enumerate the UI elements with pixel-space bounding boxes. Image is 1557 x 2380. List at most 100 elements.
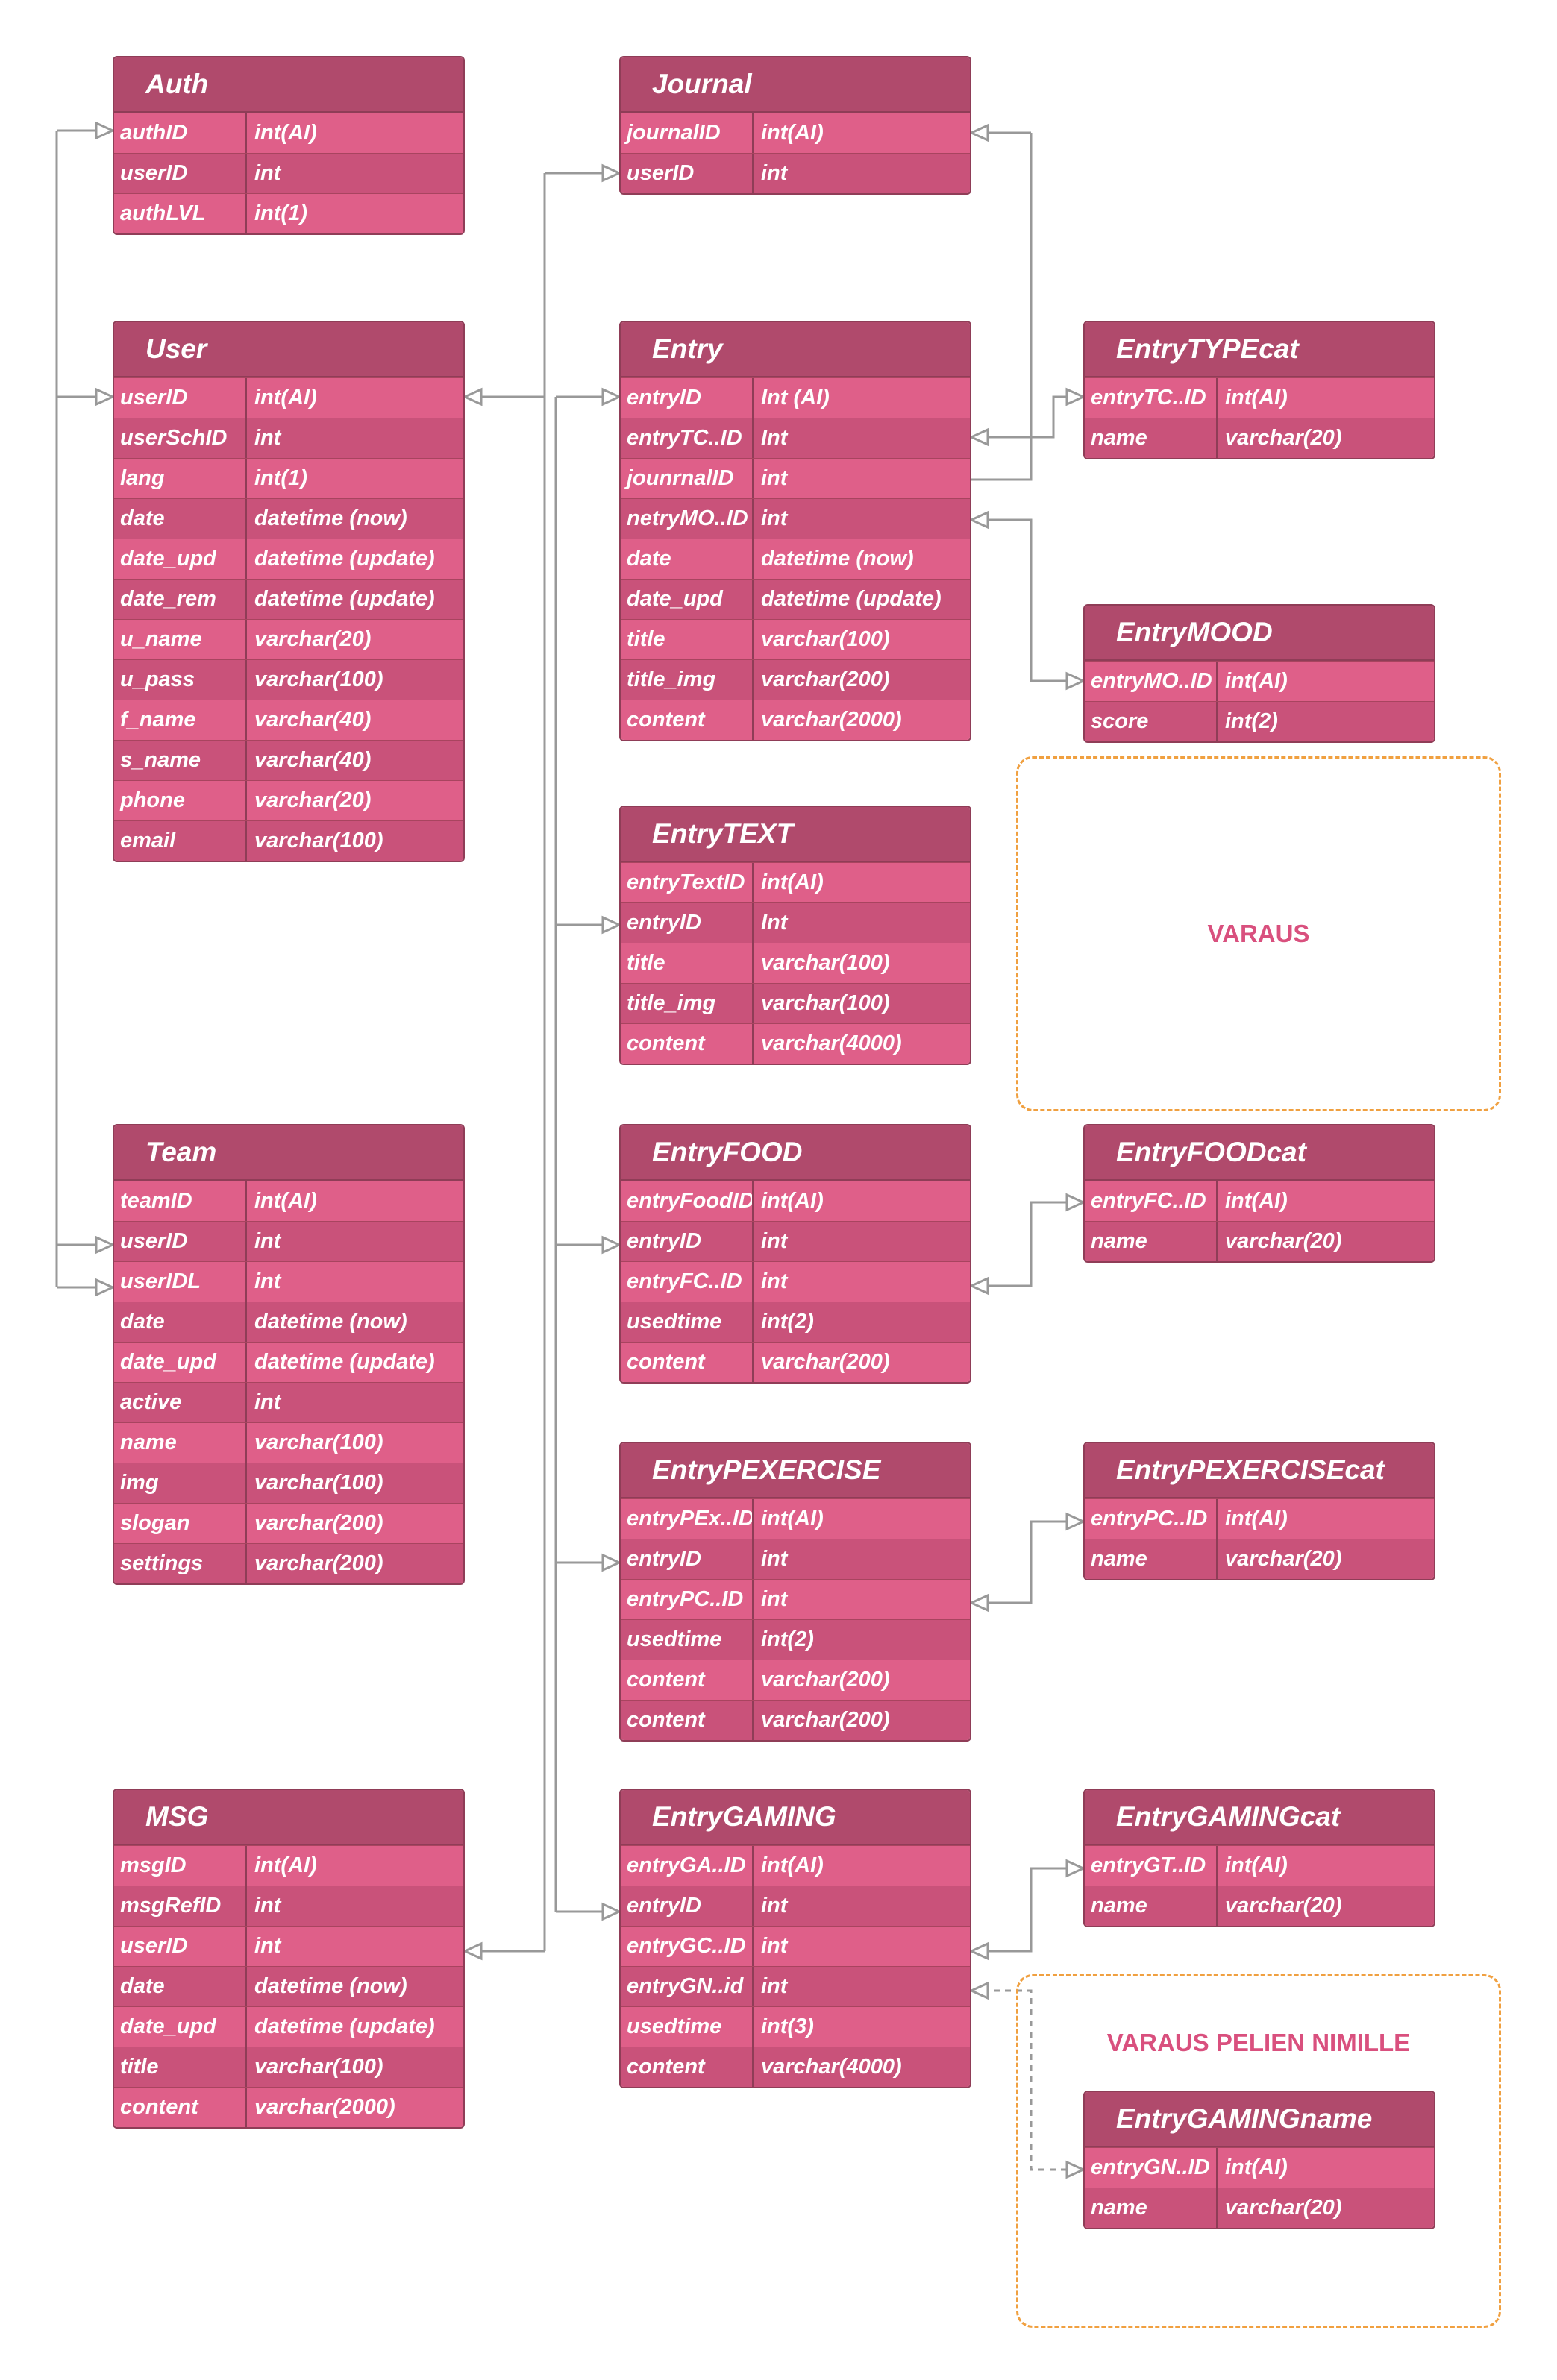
arrowhead-icon [1065, 671, 1086, 691]
field-type: varchar(4000) [761, 1032, 902, 1055]
field-type: varchar(40) [254, 708, 372, 732]
field-name: entryGT..ID [1085, 1846, 1218, 1886]
reserved-area-label: VARAUS PELIEN NIMILLE [1106, 2029, 1411, 2056]
table-title: MSG [114, 1790, 463, 1845]
field-type: datetime (update) [761, 587, 942, 611]
field-name: entryGN..ID [1085, 2148, 1218, 2188]
field-type: int(AI) [761, 870, 824, 894]
field-type: Int [761, 426, 788, 450]
arrowhead-icon [601, 1553, 622, 1572]
field-type: int(1) [254, 201, 307, 225]
table-title: EntryTYPEcat [1085, 322, 1434, 377]
arrowhead-icon [968, 1593, 989, 1613]
field-name: entryGN..id [621, 1967, 754, 2006]
field-name: entryID [621, 903, 754, 943]
field-name: date_rem [114, 580, 247, 619]
field-name: score [1085, 702, 1218, 741]
field-name: title [621, 943, 754, 983]
field-name: userID [114, 1927, 247, 1966]
table-title: EntryPEXERCISEcat [1085, 1443, 1434, 1498]
field-type: int(AI) [1225, 1853, 1288, 1877]
field-type: varchar(200) [254, 1511, 383, 1535]
connector-line-18 [1031, 395, 1083, 439]
field-name: entryTC..ID [621, 418, 754, 458]
table-title: EntryPEXERCISE [621, 1443, 970, 1498]
field-name: entryFoodID [621, 1181, 754, 1221]
field-type: int(2) [761, 1627, 814, 1651]
arrowhead-icon [601, 387, 622, 406]
field-name: entryTC..ID [1085, 378, 1218, 418]
field-type: int(AI) [761, 1853, 824, 1877]
field-type: varchar(100) [761, 991, 890, 1015]
field-name: title [621, 620, 754, 659]
field-type: datetime (now) [254, 1310, 407, 1334]
arrowhead-icon [462, 1941, 483, 1961]
field-type: varchar(100) [254, 1431, 383, 1454]
field-name: content [621, 2047, 754, 2087]
field-name: title_img [621, 660, 754, 700]
field-name: entryID [621, 1222, 754, 1261]
arrowhead-icon [95, 121, 116, 140]
arrowhead-icon [95, 1235, 116, 1255]
field-type: int(AI) [1225, 669, 1288, 693]
field-type: varchar(20) [1225, 426, 1342, 450]
field-name: date [621, 539, 754, 579]
field-type: int(AI) [1225, 2155, 1288, 2179]
field-type: int(2) [1225, 709, 1278, 733]
field-name: name [114, 1423, 247, 1463]
field-name: lang [114, 459, 247, 498]
field-type: datetime (update) [254, 547, 435, 571]
field-type: int [254, 1390, 281, 1414]
field-name: entryPC..ID [1085, 1499, 1218, 1539]
field-type: varchar(40) [254, 748, 372, 772]
field-type: int [761, 1269, 788, 1293]
arrowhead-icon [601, 1902, 622, 1921]
field-name: entryFC..ID [1085, 1181, 1218, 1221]
